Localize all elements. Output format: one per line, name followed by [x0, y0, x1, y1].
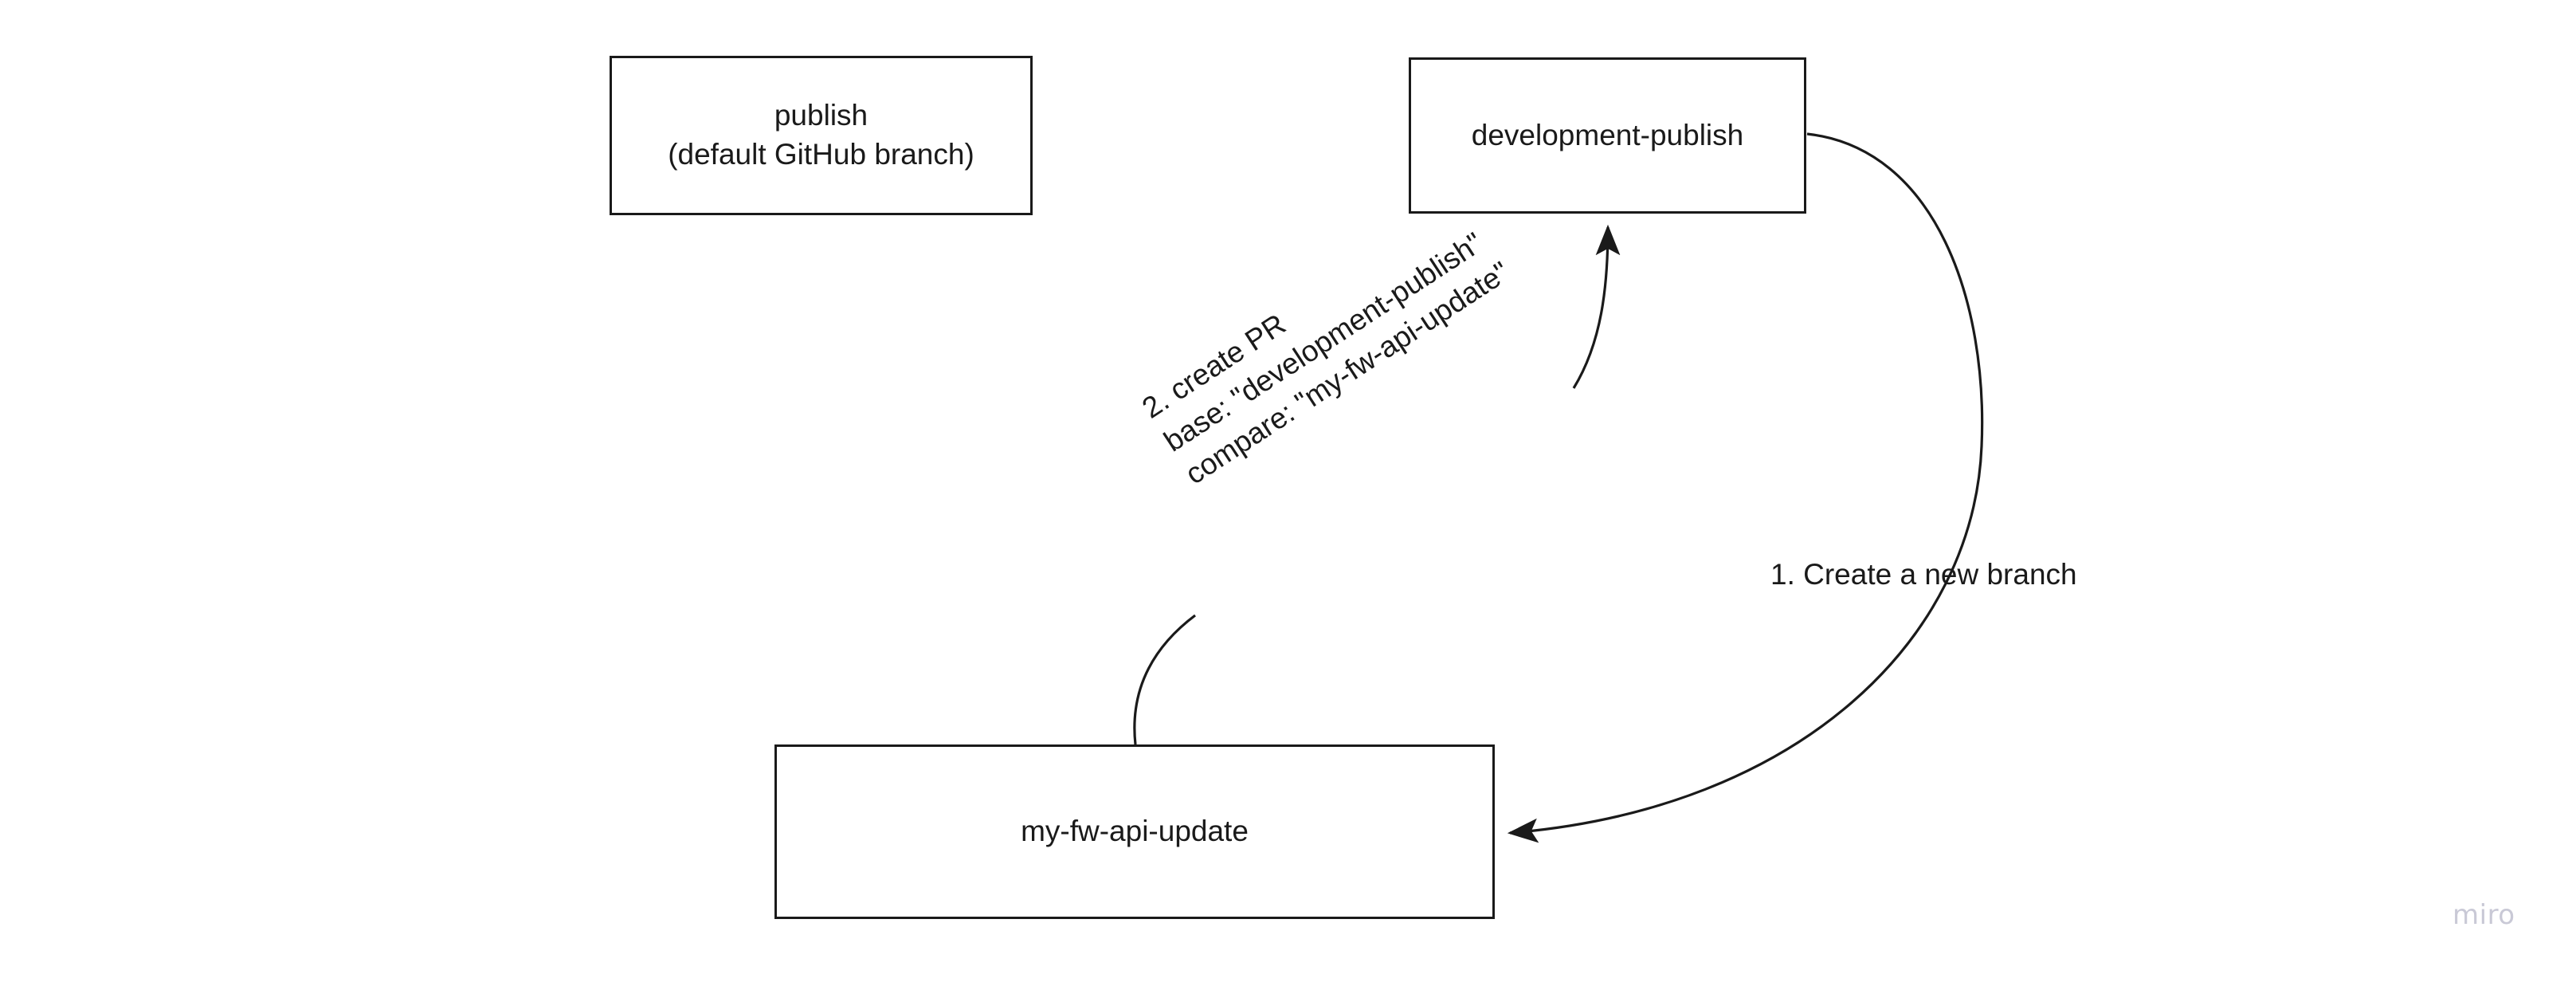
node-my-fw-api-update[interactable]: my-fw-api-update: [774, 744, 1495, 919]
edge-label-create-pr[interactable]: 2. create PR base: "development-publish"…: [1136, 226, 1515, 491]
miro-watermark: miro: [2452, 899, 2515, 931]
edge-create-pr-path-tail: [1572, 224, 1621, 389]
edge-create-pr-path: [1133, 614, 1196, 745]
node-publish[interactable]: publish (default GitHub branch): [610, 56, 1033, 215]
edge-label-create-branch[interactable]: 1. Create a new branch: [1770, 558, 2077, 591]
node-development-publish[interactable]: development-publish: [1409, 57, 1806, 214]
